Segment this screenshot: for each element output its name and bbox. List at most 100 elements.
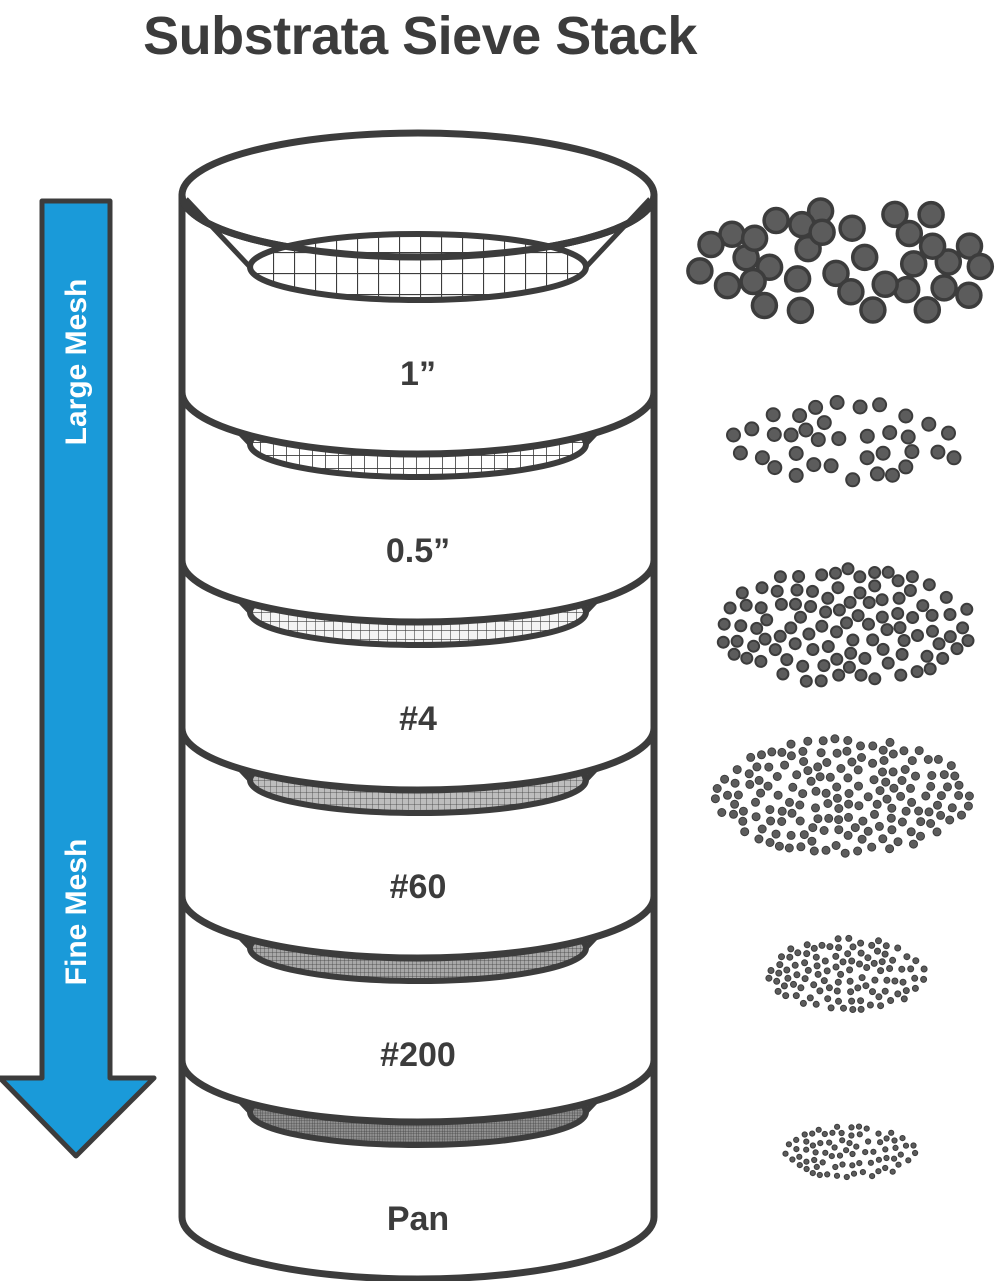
particle bbox=[881, 200, 909, 229]
particle bbox=[783, 427, 799, 443]
particle bbox=[875, 993, 883, 1001]
particle bbox=[814, 970, 822, 978]
particle bbox=[809, 1170, 816, 1177]
particle bbox=[830, 625, 843, 639]
particle bbox=[865, 1138, 872, 1145]
particle bbox=[806, 776, 816, 786]
particle bbox=[936, 791, 946, 801]
particle bbox=[782, 1150, 789, 1157]
particle bbox=[768, 643, 782, 657]
particle bbox=[816, 1171, 823, 1179]
particle bbox=[900, 765, 910, 774]
particle bbox=[723, 601, 737, 615]
particle bbox=[921, 791, 931, 801]
particle bbox=[792, 408, 808, 424]
particle bbox=[912, 957, 920, 965]
particle bbox=[799, 830, 809, 840]
particle bbox=[803, 950, 811, 958]
particle bbox=[773, 570, 787, 584]
particle bbox=[747, 639, 761, 653]
particle bbox=[857, 753, 866, 762]
particle bbox=[754, 601, 768, 615]
particle bbox=[854, 984, 862, 992]
particle bbox=[758, 632, 772, 646]
particle bbox=[863, 826, 873, 836]
particle bbox=[829, 395, 845, 410]
particle bbox=[799, 999, 807, 1007]
particle bbox=[765, 974, 773, 982]
particle bbox=[757, 750, 766, 760]
particle bbox=[819, 605, 833, 619]
particle bbox=[868, 941, 876, 949]
particle bbox=[808, 823, 818, 833]
particle bbox=[918, 232, 947, 260]
particle bbox=[845, 472, 861, 488]
particle bbox=[936, 810, 946, 820]
particle bbox=[712, 784, 722, 793]
particle bbox=[765, 805, 775, 815]
particle bbox=[907, 756, 917, 766]
particle bbox=[808, 399, 824, 415]
particle bbox=[858, 651, 872, 665]
particle bbox=[827, 1004, 835, 1012]
down-arrow bbox=[0, 198, 157, 1159]
particle bbox=[894, 990, 902, 998]
particle bbox=[771, 829, 781, 839]
particle bbox=[891, 977, 899, 985]
particle bbox=[857, 834, 867, 844]
particle bbox=[804, 966, 812, 974]
particle bbox=[784, 843, 794, 853]
particle bbox=[815, 772, 825, 782]
particle bbox=[796, 1153, 803, 1160]
particle bbox=[817, 1140, 824, 1147]
particle bbox=[813, 962, 821, 970]
particle bbox=[913, 296, 942, 324]
particle bbox=[909, 839, 918, 849]
particle bbox=[801, 975, 809, 983]
particle bbox=[887, 825, 897, 835]
particle bbox=[939, 590, 953, 604]
particle bbox=[780, 653, 794, 667]
particle bbox=[850, 1170, 858, 1177]
particle bbox=[713, 271, 742, 300]
particle bbox=[864, 954, 872, 962]
particle bbox=[843, 736, 853, 745]
particle bbox=[849, 943, 857, 951]
particle bbox=[874, 821, 884, 831]
particle bbox=[950, 771, 960, 781]
particle bbox=[821, 591, 835, 605]
particle bbox=[930, 274, 958, 302]
particle bbox=[900, 429, 916, 445]
particle bbox=[916, 831, 925, 841]
particle bbox=[844, 799, 854, 809]
particle bbox=[754, 654, 768, 668]
particle bbox=[924, 807, 934, 817]
particle bbox=[923, 662, 937, 676]
particle bbox=[954, 780, 964, 790]
particle bbox=[843, 595, 857, 609]
particle bbox=[811, 786, 821, 796]
particle bbox=[833, 1172, 841, 1179]
particle bbox=[963, 801, 973, 811]
particle bbox=[857, 949, 865, 957]
particle bbox=[804, 600, 818, 613]
particle bbox=[786, 953, 794, 961]
particle bbox=[871, 976, 879, 984]
particle bbox=[900, 995, 908, 1003]
particle bbox=[923, 755, 933, 764]
particle bbox=[829, 1129, 836, 1136]
particle bbox=[760, 613, 774, 627]
particle bbox=[955, 281, 983, 310]
particle bbox=[789, 1156, 796, 1163]
particle-samples bbox=[686, 197, 995, 1181]
particle bbox=[914, 806, 924, 816]
particle bbox=[834, 825, 844, 835]
sieve-label: #200 bbox=[380, 1036, 456, 1074]
particle bbox=[891, 574, 905, 588]
particle bbox=[765, 838, 775, 847]
particle bbox=[939, 770, 949, 780]
particle bbox=[877, 1002, 885, 1010]
particle bbox=[851, 609, 865, 623]
particle bbox=[899, 1135, 906, 1142]
particle bbox=[756, 788, 766, 798]
